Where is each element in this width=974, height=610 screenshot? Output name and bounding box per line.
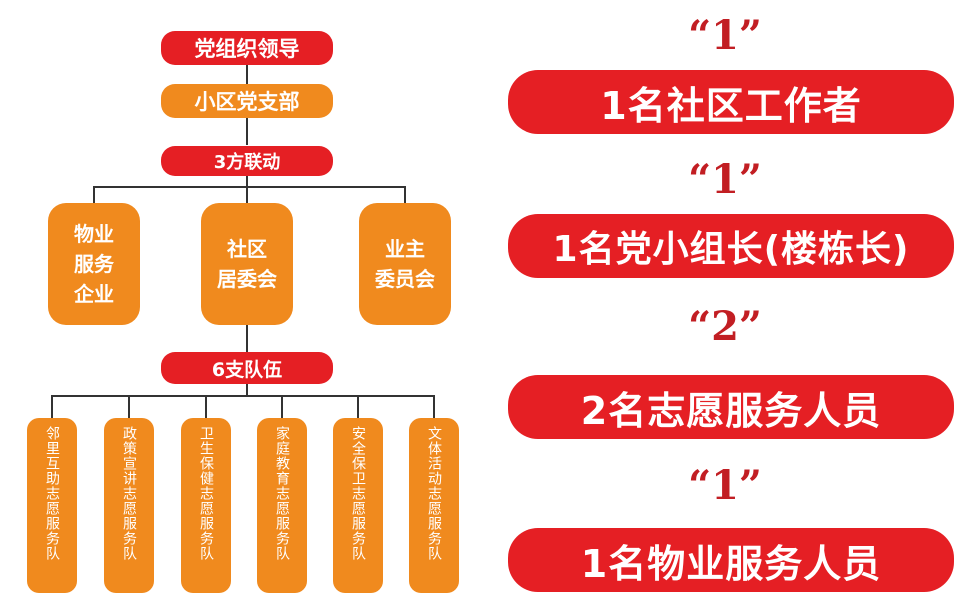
connector-line xyxy=(51,395,53,419)
count-quote: “2” xyxy=(688,303,762,350)
party-property-company: 物业 服务 企业 xyxy=(48,203,140,325)
party-residents-committee: 社区 居委会 xyxy=(201,203,293,325)
connector-line xyxy=(246,322,248,352)
connector-line xyxy=(433,395,435,419)
connector-line xyxy=(93,186,406,188)
connector-line xyxy=(246,383,248,395)
connector-line xyxy=(246,186,248,204)
connector-line xyxy=(281,395,283,419)
team-culture-sports: 文体活动志愿服务队 xyxy=(409,418,459,593)
connector-line xyxy=(246,117,248,145)
connector-line xyxy=(246,175,248,187)
team-family-education: 家庭教育志愿服务队 xyxy=(257,418,307,593)
personnel-banner: 2名志愿服务人员 xyxy=(508,375,954,439)
connector-line xyxy=(246,63,248,85)
personnel-banner: 1名党小组长(楼栋长) xyxy=(508,214,954,278)
count-quote: “1” xyxy=(688,156,762,203)
team-security: 安全保卫志愿服务队 xyxy=(333,418,383,593)
connector-line xyxy=(51,395,435,397)
leadership-node: 党组织领导 xyxy=(161,31,333,65)
connector-line xyxy=(93,186,95,204)
connector-line xyxy=(205,395,207,419)
personnel-banner: 1名社区工作者 xyxy=(508,70,954,134)
personnel-banner: 1名物业服务人员 xyxy=(508,528,954,592)
count-quote: “1” xyxy=(688,462,762,509)
teams-header-node: 6支队伍 xyxy=(161,352,333,384)
connector-line xyxy=(404,186,406,204)
team-policy-promotion: 政策宣讲志愿服务队 xyxy=(104,418,154,593)
team-neighbor-aid: 邻里互助志愿服务队 xyxy=(27,418,77,593)
branch-node: 小区党支部 xyxy=(161,84,333,118)
count-quote: “1” xyxy=(688,12,762,59)
party-owners-committee: 业主 委员会 xyxy=(359,203,451,325)
connector-line xyxy=(128,395,130,419)
team-health-care: 卫生保健志愿服务队 xyxy=(181,418,231,593)
connector-line xyxy=(357,395,359,419)
linkage-node: 3方联动 xyxy=(161,146,333,176)
